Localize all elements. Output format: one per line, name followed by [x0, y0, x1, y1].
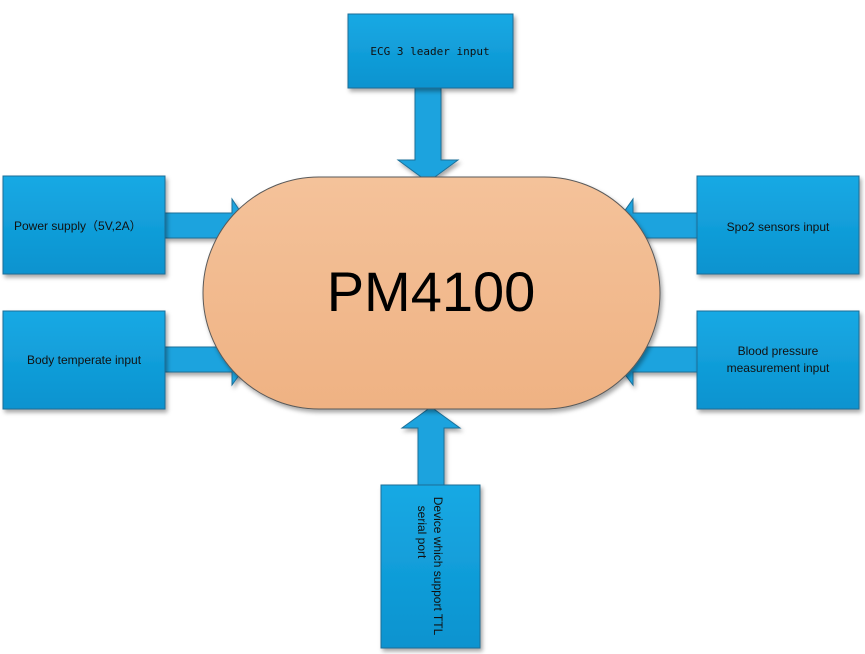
blood-pressure-label-line2: measurement input — [727, 361, 830, 375]
spo2-input-label: Spo2 sensors input — [727, 220, 830, 234]
power-supply-label: Power supply（5V,2A） — [14, 219, 142, 233]
spo2-input-box — [696, 175, 860, 275]
body-temp-box — [2, 310, 166, 410]
ecg-input-box — [347, 13, 514, 89]
blood-pressure-label-line1: Blood pressure — [738, 344, 819, 358]
core-module-label: PM4100 — [327, 260, 536, 323]
ttl-device-label-line2: serial port — [415, 506, 429, 559]
arrow-ecg-to-core — [396, 87, 460, 183]
power-supply-box — [2, 175, 166, 275]
core-module-shape — [202, 176, 661, 410]
ecg-input-label: ECG 3 leader input — [370, 45, 489, 58]
arrow-device-to-core — [400, 406, 462, 486]
body-temp-label: Body temperate input — [27, 353, 142, 367]
ttl-device-box — [380, 484, 481, 649]
ttl-device-label-line1: Device which support TTL — [431, 497, 445, 636]
blood-pressure-box — [696, 310, 860, 410]
